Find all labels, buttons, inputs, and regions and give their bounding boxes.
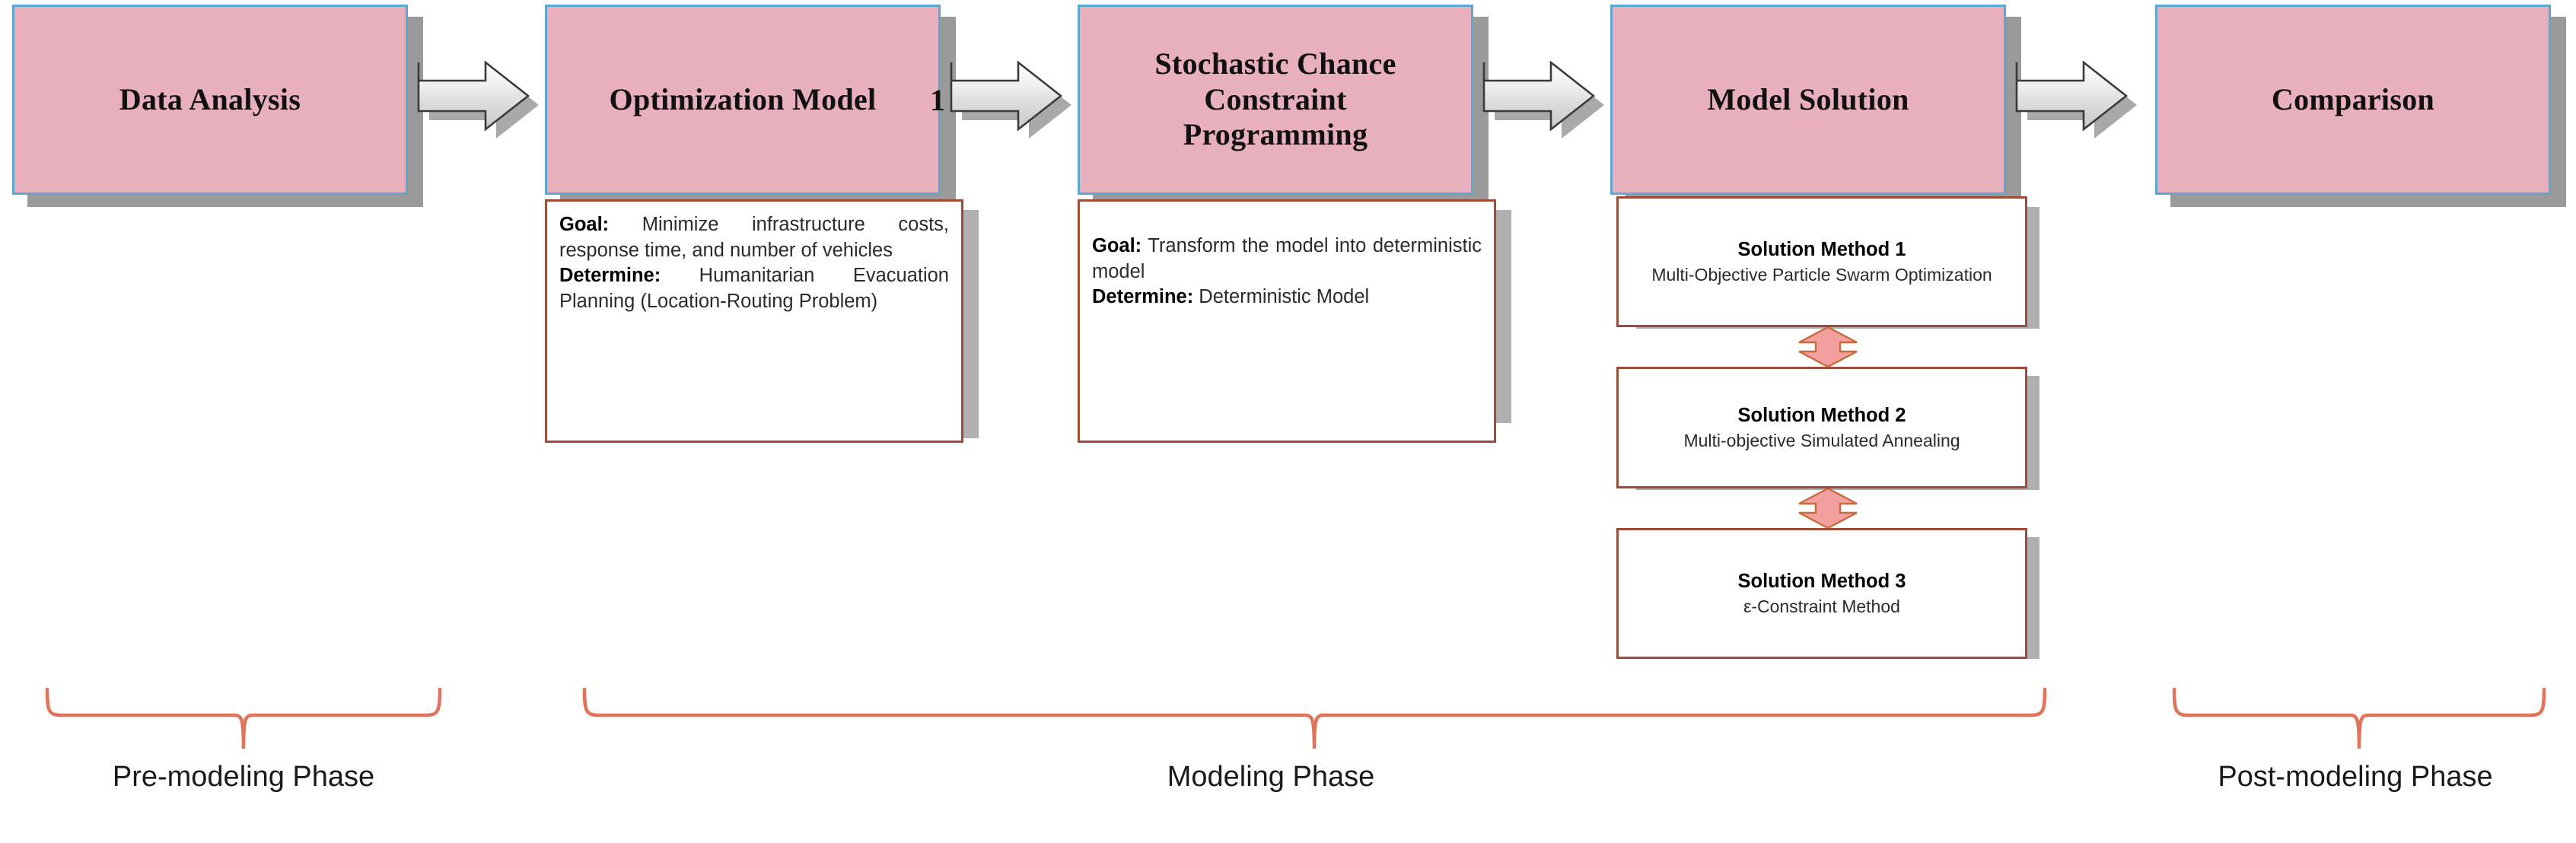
- flow-arrow-4: [2015, 56, 2137, 146]
- solution-method-3-title: Solution Method 3: [1737, 571, 1906, 593]
- phase-label-pre-modeling: Pre-modeling Phase: [112, 761, 375, 793]
- brace-modeling: [578, 685, 2051, 753]
- solution-method-1-title: Solution Method 1: [1737, 239, 1906, 261]
- flow-arrow-1: [417, 56, 539, 146]
- right-block-arrow-icon: [950, 60, 1071, 138]
- curly-brace-icon: [45, 687, 442, 749]
- solution-method-2-box[interactable]: Solution Method 2 Multi-objective Simula…: [1616, 367, 2027, 488]
- detail-line-determine-stochastic: Determine: Deterministic Model: [1092, 285, 1482, 310]
- solution-method-2-subtitle: Multi-objective Simulated Annealing: [1683, 430, 1960, 450]
- detail-line-determine-stochastic-label: Determine:: [1092, 286, 1194, 308]
- stage-box-model-solution[interactable]: Model Solution: [1610, 5, 2006, 195]
- up-down-arrow-icon: [1798, 326, 1858, 368]
- detail-panel-optimization-model: Goal: Minimize infrastructure costs, res…: [545, 199, 963, 443]
- detail-line-goal-optimization: Goal: Minimize infrastructure costs, res…: [559, 212, 949, 263]
- detail-line-goal-optimization-text: Minimize infrastructure costs, response …: [559, 214, 949, 261]
- flow-arrow-3: [1482, 56, 1604, 146]
- solution-method-2-title: Solution Method 2: [1737, 405, 1906, 427]
- stage-box-data-analysis[interactable]: Data Analysis: [12, 5, 408, 195]
- right-block-arrow-icon: [2015, 60, 2137, 138]
- stage-label-data-analysis: Data Analysis: [119, 81, 301, 116]
- solution-method-1-subtitle: Multi-Objective Particle Swarm Optimizat…: [1651, 264, 1992, 285]
- stage-label-stochastic: Stochastic Chance Constraint Programming: [1154, 46, 1396, 152]
- detail-line-determine-optimization-label: Determine:: [559, 265, 661, 287]
- solution-method-1-box[interactable]: Solution Method 1 Multi-Objective Partic…: [1616, 196, 2027, 327]
- detail-panel-stochastic: Goal: Transform the model into determini…: [1078, 199, 1496, 443]
- stage-box-comparison[interactable]: Comparison: [2155, 5, 2551, 195]
- stage-label-optimization-model-overflow: 1: [930, 83, 945, 117]
- curly-brace-icon: [2172, 687, 2546, 749]
- flow-arrow-2: [950, 56, 1071, 146]
- bidi-connector-1: [1781, 326, 1875, 368]
- stage-label-model-solution: Model Solution: [1707, 81, 1909, 116]
- stage-box-optimization-model[interactable]: Optimization Model: [545, 5, 941, 195]
- phase-label-post-modeling: Post-modeling Phase: [2218, 761, 2493, 793]
- detail-line-goal-stochastic: Goal: Transform the model into determini…: [1092, 234, 1482, 285]
- brace-pre-modeling: [38, 685, 449, 753]
- bidi-connector-2: [1781, 487, 1875, 530]
- curly-brace-icon: [582, 687, 2047, 749]
- up-down-arrow-icon: [1798, 487, 1858, 530]
- detail-line-goal-stochastic-text: Transform the model into deterministic m…: [1092, 235, 1482, 282]
- solution-method-3-subtitle: ε-Constraint Method: [1743, 596, 1900, 616]
- detail-line-determine-optimization-text: Humanitarian Evacuation Planning (Locati…: [559, 265, 949, 312]
- detail-line-determine-optimization: Determine: Humanitarian Evacuation Plann…: [559, 263, 949, 314]
- solution-method-3-box[interactable]: Solution Method 3 ε-Constraint Method: [1616, 528, 2027, 659]
- brace-post-modeling: [2165, 685, 2553, 753]
- detail-line-goal-optimization-label: Goal:: [559, 214, 610, 235]
- detail-line-determine-stochastic-text: Deterministic Model: [1193, 286, 1370, 308]
- stage-label-comparison: Comparison: [2271, 81, 2435, 116]
- phase-label-modeling: Modeling Phase: [1167, 761, 1375, 793]
- detail-line-goal-stochastic-label: Goal:: [1092, 235, 1142, 256]
- stage-box-stochastic[interactable]: Stochastic Chance Constraint Programming: [1078, 5, 1473, 195]
- right-block-arrow-icon: [1482, 60, 1604, 138]
- right-block-arrow-icon: [417, 60, 539, 138]
- stage-label-optimization-model: Optimization Model: [609, 81, 877, 116]
